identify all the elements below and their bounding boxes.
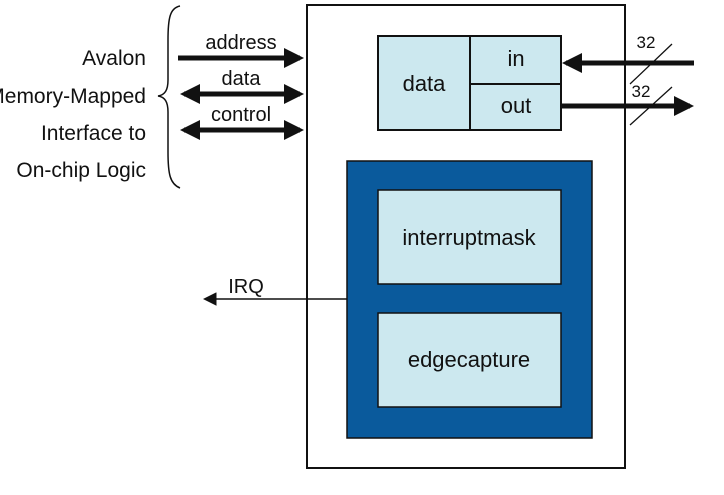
irq-label: IRQ <box>228 276 264 298</box>
interface-label-line-1: Avalon <box>82 47 146 70</box>
edgecapture-label: edgecapture <box>408 347 530 372</box>
data-register-label: data <box>403 71 447 96</box>
out-bus-width-label: 32 <box>632 82 651 101</box>
in-bus-width-label: 32 <box>637 33 656 52</box>
interface-label: Avalon Memory-Mapped Interface to On-chi… <box>0 47 146 182</box>
interruptmask-register <box>377 189 562 285</box>
interface-brace <box>157 5 181 189</box>
data-register-out-label: out <box>501 93 532 118</box>
edgecapture-register <box>377 312 562 408</box>
interface-label-line-3: Interface to <box>41 122 146 145</box>
data-register: data in out <box>377 35 562 131</box>
interrupt-block: interruptmask edgecapture <box>346 160 593 439</box>
data-register-in-label: in <box>507 46 524 71</box>
in-bus-width-slash <box>629 43 673 85</box>
interface-label-line-4: On-chip Logic <box>16 159 146 182</box>
interruptmask-label: interruptmask <box>402 225 536 250</box>
interface-label-line-2: Memory-Mapped <box>0 85 146 108</box>
signal-label-control: control <box>211 104 271 126</box>
signal-label-data: data <box>222 68 262 90</box>
out-bus-width-slash <box>629 86 673 126</box>
signal-label-address: address <box>205 32 276 54</box>
